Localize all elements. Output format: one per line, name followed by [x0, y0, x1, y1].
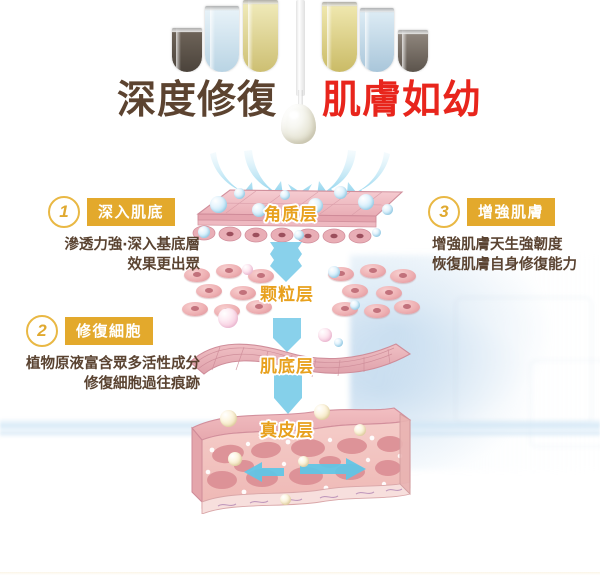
title-right: 肌膚如幼 [322, 79, 483, 122]
serum-bubble [328, 266, 340, 278]
annotation-1-tag: 深入肌底 [87, 198, 176, 226]
absorption-arrow-1 [270, 242, 302, 282]
annotation-2-number: 2 [26, 315, 58, 347]
serum-bubble [242, 264, 253, 275]
serum-bubble [372, 228, 381, 237]
serum-bubble [218, 308, 238, 328]
annotation-3-header: 3 增強肌膚 [428, 196, 600, 228]
serum-bubble [298, 456, 309, 467]
serum-bubble [294, 230, 304, 240]
serum-bubble [308, 198, 323, 213]
layer-label-granular: 颗粒层 [260, 285, 314, 304]
serum-bubble [220, 410, 237, 427]
annotation-1-body: 滲透力強‧深入基底層 效果更出眾 [18, 235, 200, 275]
annotation-2-body: 植物原液富含眾多活性成分 修復細胞過往痕跡 [4, 354, 200, 394]
layer-label-dermis: 真皮层 [260, 421, 314, 440]
serum-bubble [334, 338, 343, 347]
absorption-arrow-2 [273, 318, 301, 352]
serum-bubble [334, 186, 347, 199]
skin-layer-diagram: 角质层 颗粒层 [176, 168, 426, 518]
test-tube [172, 28, 202, 72]
serum-bubble [198, 226, 210, 238]
serum-bubble [280, 190, 290, 200]
annotation-3-number: 3 [428, 196, 460, 228]
serum-bubble [288, 358, 301, 371]
serum-bubble [252, 203, 266, 217]
annotation-2: 2 修復細胞 植物原液富含眾多活性成分 修復細胞過往痕跡 [4, 315, 200, 394]
annotation-1-header: 1 深入肌底 [48, 196, 200, 228]
dropper-pipette-icon [292, 0, 309, 112]
annotation-3-body: 增強肌膚天生強韌度 恢復肌膚自身修復能力 [432, 235, 600, 275]
layer-label-corneum: 角质层 [264, 205, 318, 224]
bottom-divider [0, 572, 600, 575]
serum-bubble [228, 452, 242, 466]
test-tube [205, 6, 239, 72]
title-left: 深度修復 [117, 79, 278, 122]
annotation-2-line-2: 修復細胞過往痕跡 [84, 376, 200, 392]
background-shelf-box-2 [530, 360, 600, 447]
layer-label-basal: 肌底层 [260, 357, 314, 376]
annotation-3-tag: 增強肌膚 [467, 198, 556, 226]
serum-bubble [350, 300, 360, 310]
annotation-1: 1 深入肌底 滲透力強‧深入基底層 效果更出眾 [18, 196, 200, 275]
test-tube-row [0, 0, 600, 72]
test-tube [243, 0, 278, 72]
test-tube [322, 2, 357, 72]
test-tube [360, 8, 394, 72]
annotation-1-number: 1 [48, 196, 80, 228]
annotation-1-line-1: 滲透力強‧深入基底層 [64, 237, 200, 253]
skin-layer-corneum [186, 186, 414, 246]
serum-bubble [210, 196, 227, 213]
skin-layer-dermis [188, 406, 414, 515]
annotation-3-line-1: 增強肌膚天生強韌度 [432, 237, 563, 253]
serum-bubble [234, 188, 245, 199]
serum-bubble [280, 494, 291, 505]
skin-layer-basal [182, 336, 418, 392]
annotation-1-line-2: 效果更出眾 [127, 257, 201, 273]
absorption-arrow-3 [274, 374, 302, 414]
serum-bubble [318, 328, 332, 342]
page-title: 深度修復 肌膚如幼 [0, 78, 600, 124]
annotation-2-line-1: 植物原液富含眾多活性成分 [26, 356, 200, 372]
annotation-3-line-2: 恢復肌膚自身修復能力 [432, 257, 577, 273]
serum-bubble [382, 204, 393, 215]
serum-bubble [314, 404, 330, 420]
serum-bubble [358, 194, 374, 210]
annotation-2-header: 2 修復細胞 [26, 315, 200, 347]
serum-bubble [354, 424, 366, 436]
test-tube [398, 30, 428, 72]
serum-droplet-icon [281, 104, 316, 144]
annotation-3: 3 增強肌膚 增強肌膚天生強韌度 恢復肌膚自身修復能力 [428, 196, 600, 275]
annotation-2-tag: 修復細胞 [65, 317, 154, 345]
